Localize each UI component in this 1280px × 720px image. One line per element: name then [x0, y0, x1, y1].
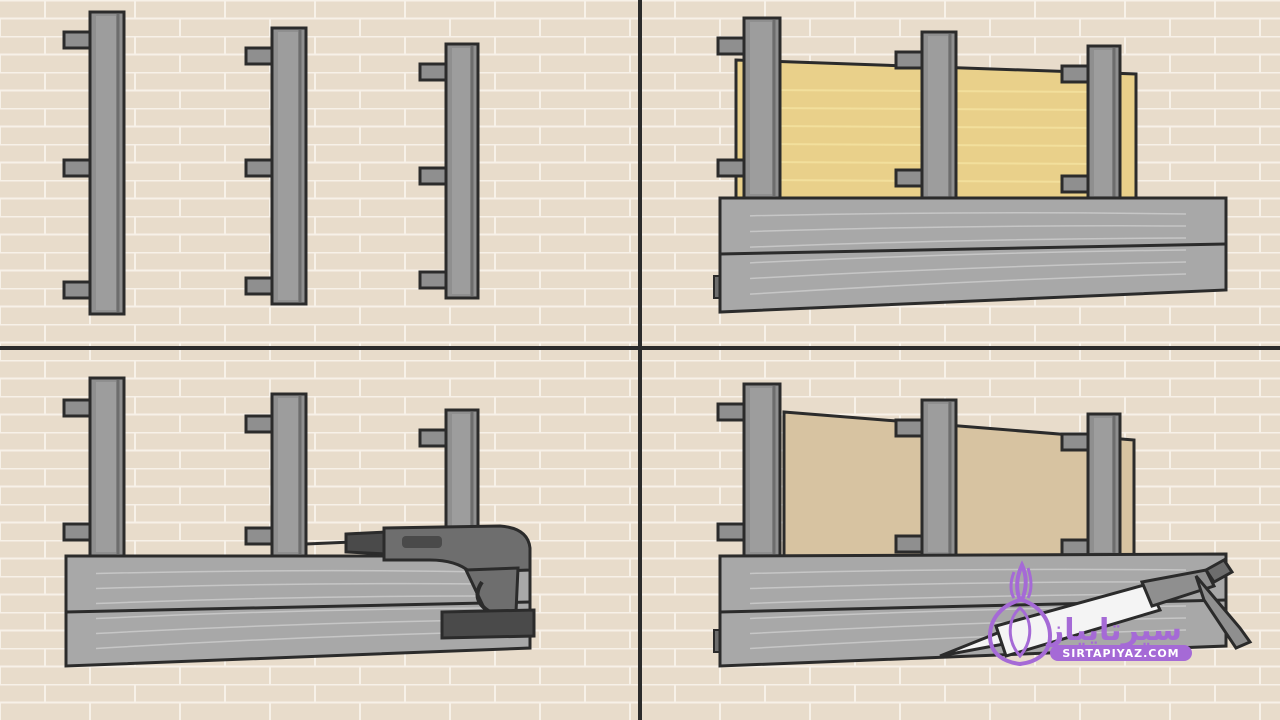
stud-bracket [418, 62, 450, 82]
siding-panels [718, 552, 1228, 668]
metal-stud [1060, 44, 1122, 202]
stud-highlight [96, 16, 116, 310]
stud-highlight [750, 388, 772, 552]
watermark-logo: سیرتاپیاز SIRTAPIYAZ.COM [987, 560, 1192, 667]
stud-highlight [452, 414, 470, 552]
stud-bracket [62, 30, 94, 50]
siding-seam [719, 242, 1227, 256]
siding-grain [749, 225, 1187, 233]
stud-bracket [894, 168, 926, 188]
metal-stud [894, 398, 958, 558]
stud-bracket [1060, 64, 1092, 84]
stud-bracket [62, 158, 94, 178]
vertical-divider [638, 0, 642, 720]
stud-bracket [894, 50, 926, 70]
siding-grain [749, 237, 1187, 248]
stud-bracket [1060, 174, 1092, 194]
siding-grain [95, 582, 491, 590]
watermark-persian-text: سیرتاپیاز [1045, 613, 1182, 648]
siding-grain [749, 629, 1187, 650]
stud-bracket [1060, 432, 1092, 452]
stud-bracket [418, 270, 450, 290]
metal-stud [1060, 412, 1122, 558]
caulk-gun-plunger [1203, 558, 1235, 584]
onion-logo-icon [987, 560, 1053, 667]
metal-stud [716, 382, 782, 558]
stud-bracket [894, 418, 926, 438]
watermark-url-text: SIRTAPIYAZ.COM [1062, 647, 1179, 660]
horizontal-divider [0, 346, 1280, 350]
stud-bracket [716, 36, 748, 56]
drill-chuck [344, 530, 388, 556]
metal-stud [894, 30, 958, 202]
stud-bracket [244, 414, 276, 434]
metal-stud [244, 26, 308, 306]
siding-grain [749, 581, 1187, 590]
siding-grain [95, 631, 491, 650]
drill-battery [440, 608, 536, 640]
siding-grain [95, 619, 491, 635]
siding-panels [64, 554, 532, 668]
metal-stud [418, 42, 480, 300]
stud-bracket [418, 428, 450, 448]
metal-stud [716, 16, 782, 200]
stud-bracket [716, 522, 748, 542]
stud-bracket [244, 46, 276, 66]
siding-seam [65, 600, 531, 614]
metal-stud [244, 392, 308, 558]
siding-grain [95, 607, 491, 620]
panel-4-caulk [713, 382, 1253, 668]
siding-grain [749, 249, 1187, 264]
panel-1-studs [62, 10, 480, 316]
stud-highlight [1094, 50, 1112, 196]
stud-highlight [278, 398, 298, 552]
stud-highlight [928, 404, 948, 552]
caulk-tube [994, 582, 1163, 658]
stud-bracket [244, 158, 276, 178]
stud-highlight [1094, 418, 1112, 552]
stud-bracket [62, 280, 94, 300]
panel-3-drill [62, 376, 536, 668]
metal-stud [62, 10, 126, 316]
siding-grain [749, 212, 1187, 217]
stud-bracket [716, 402, 748, 422]
watermark-url-pill [1050, 645, 1192, 661]
stud-highlight [278, 32, 298, 300]
siding-grain [95, 595, 491, 605]
drill-vent [402, 536, 442, 548]
caulk-gun [939, 558, 1253, 658]
stud-bracket [244, 276, 276, 296]
siding-grain [749, 273, 1187, 295]
stud-highlight [96, 382, 116, 552]
siding-grain [749, 568, 1187, 575]
stud-bracket [62, 522, 94, 542]
stud-bracket [418, 166, 450, 186]
stud-bracket [716, 158, 748, 178]
siding-grain [749, 261, 1187, 280]
metal-stud [62, 376, 126, 558]
stud-bracket [244, 526, 276, 546]
stud-highlight [452, 48, 470, 294]
stud-bracket [894, 534, 926, 554]
panel-2-insulation-siding [713, 16, 1228, 314]
stud-highlight [928, 36, 948, 196]
power-drill [305, 524, 536, 640]
siding-panels [718, 196, 1228, 314]
caulk-gun-handle [1194, 575, 1253, 650]
stud-bracket [62, 398, 94, 418]
stud-highlight [750, 22, 772, 194]
drill-bit [305, 540, 353, 546]
siding-grain [95, 569, 491, 575]
